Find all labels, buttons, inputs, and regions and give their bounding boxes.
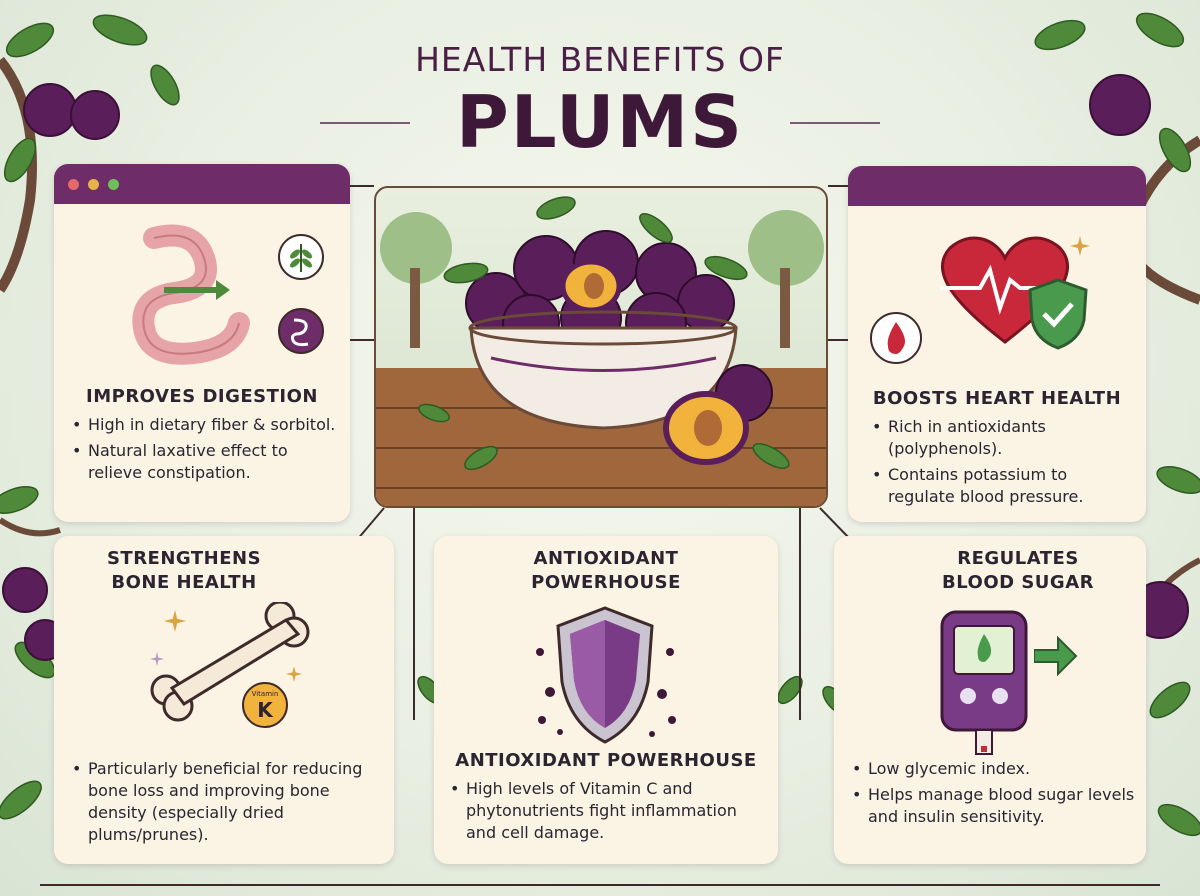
blood-drop-icon	[870, 312, 922, 364]
bullet-item: Particularly beneficial for reducing bon…	[70, 758, 384, 846]
sparkle-icon	[150, 652, 164, 666]
bullet-list: Particularly beneficial for reducing bon…	[70, 758, 384, 850]
plum-bowl-icon	[376, 196, 826, 506]
card-header-bar	[848, 166, 1146, 206]
shield-icon	[536, 606, 676, 744]
intestine-icon	[132, 224, 250, 365]
card-improves-digestion: IMPROVES DIGESTION High in dietary fiber…	[54, 164, 350, 522]
window-dot-red	[68, 179, 79, 190]
bullet-list: Rich in antioxidants (polyphenols). Cont…	[870, 416, 1134, 512]
glucose-meter-icon	[940, 610, 1028, 755]
bullet-item: Low glycemic index.	[850, 758, 1136, 780]
title-rule-left	[320, 122, 410, 124]
heart-icon	[940, 236, 1070, 344]
card-heading-line2: POWERHOUSE	[531, 572, 681, 593]
plum-bowl-illustration	[374, 186, 828, 508]
sparkle-icon	[1070, 236, 1090, 256]
card-heading-line1: STRENGTHENS	[106, 548, 262, 569]
card-heading-line1: ANTIOXIDANT	[533, 548, 679, 569]
card-boosts-heart-health: BOOSTS HEART HEALTH Rich in antioxidants…	[848, 166, 1146, 522]
vitamin-k-badge-icon: Vitamin K	[242, 682, 288, 728]
bullet-item: High levels of Vitamin C and phytonutrie…	[448, 778, 770, 844]
bullet-item: Natural laxative effect to relieve const…	[70, 440, 338, 484]
bullet-item: Rich in antioxidants (polyphenols).	[870, 416, 1134, 460]
vitamin-badge-caption: Vitamin	[251, 690, 279, 698]
card-heading: BOOSTS HEART HEALTH	[872, 388, 1122, 409]
card-antioxidant-powerhouse: ANTIOXIDANT POWERHOUSE ANTIOXIDANT POWER…	[434, 536, 778, 864]
heartbeat-line-icon	[940, 264, 1065, 315]
page-title: PLUMS	[455, 80, 745, 164]
bone-icon	[150, 602, 310, 722]
card-strengthens-bone-health: STRENGTHENS BONE HEALTH Vitamin K Partic…	[54, 536, 394, 864]
vitamin-badge-letter: K	[257, 698, 273, 722]
page-subtitle: HEALTH BENEFITS OF	[415, 40, 785, 79]
title-rule-right	[790, 122, 880, 124]
bullet-list: High levels of Vitamin C and phytonutrie…	[448, 778, 770, 848]
arrow-right-icon	[1034, 636, 1078, 676]
card-heading-line2: BONE HEALTH	[111, 572, 257, 593]
card-heading-line1: REGULATES	[957, 548, 1079, 569]
card-heading: IMPROVES DIGESTION	[86, 386, 318, 407]
window-dot-yellow	[88, 179, 99, 190]
window-dot-green	[108, 179, 119, 190]
bullet-item: Contains potassium to regulate blood pre…	[870, 464, 1134, 508]
bullet-list: Low glycemic index. Helps manage blood s…	[850, 758, 1136, 832]
sparkle-icon	[286, 666, 302, 682]
sparkle-icon	[164, 610, 186, 632]
shield-check-icon	[1028, 278, 1088, 350]
card-regulates-blood-sugar: REGULATES BLOOD SUGAR Low glycemic index…	[834, 536, 1146, 864]
card-header-bar	[54, 164, 350, 204]
bullet-item: Helps manage blood sugar levels and insu…	[850, 784, 1136, 828]
bullet-list: High in dietary fiber & sorbitol. Natura…	[70, 414, 338, 488]
bullet-item: High in dietary fiber & sorbitol.	[70, 414, 338, 436]
leaf-icon	[278, 234, 324, 280]
card-subheading: ANTIOXIDANT POWERHOUSE	[455, 750, 757, 771]
card-heading-line2: BLOOD SUGAR	[941, 572, 1094, 593]
gut-icon	[278, 308, 324, 354]
